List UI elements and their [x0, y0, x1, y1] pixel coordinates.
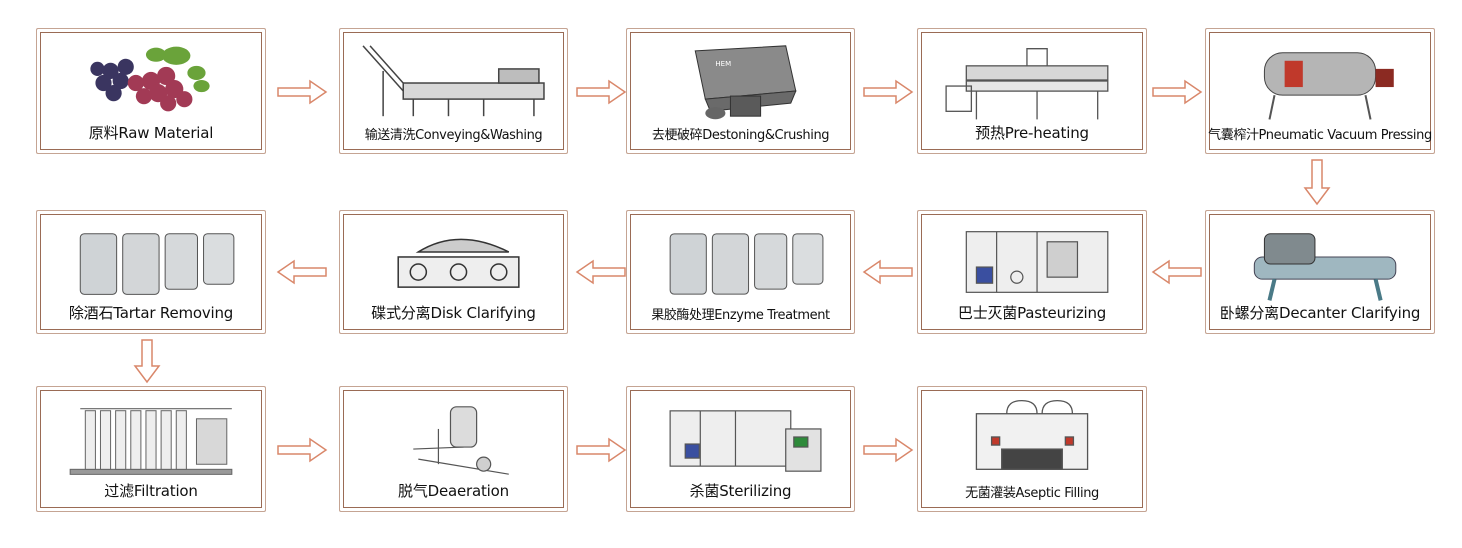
step-label: 预热Pre-heating: [975, 124, 1089, 142]
step-label: 杀菌Sterilizing: [689, 482, 792, 500]
step-raw-material: 原料Raw Material: [36, 28, 266, 154]
arrow-right-icon: [277, 437, 328, 463]
deaerator-icon: [358, 397, 549, 481]
grapes-icon: [55, 39, 247, 123]
step-pneumatic-pressing: 气囊榨汁Pneumatic Vacuum Pressing: [1205, 28, 1435, 154]
tanks-icon: [645, 221, 836, 303]
step-label: 输送清洗Conveying&Washing: [364, 128, 543, 143]
arrow-left-icon: [276, 259, 327, 285]
sterilizer-icon: [645, 397, 836, 481]
step-label: 原料Raw Material: [88, 124, 214, 142]
step-label: 去梗破碎Destoning&Crushing: [651, 128, 830, 143]
step-conveying-washing: 输送清洗Conveying&Washing: [339, 28, 568, 154]
arrow-right-icon: [1152, 79, 1203, 105]
press-icon: [1224, 39, 1416, 123]
step-aseptic-filling: 无菌灌装Aseptic Filling: [917, 386, 1147, 512]
step-deaeration: 脱气Deaeration: [339, 386, 568, 512]
step-pasteurizing: 巴士灭菌Pasteurizing: [917, 210, 1147, 334]
pasteurizer-icon: [936, 221, 1128, 303]
arrow-left-icon: [1151, 259, 1202, 285]
step-enzyme-treatment: 果胶酶处理Enzyme Treatment: [626, 210, 855, 334]
tanks-icon: [55, 221, 247, 303]
step-label: 脱气Deaeration: [398, 482, 509, 500]
step-label: 果胶酶处理Enzyme Treatment: [651, 308, 830, 323]
preheater-icon: [936, 39, 1128, 123]
filler-icon: [936, 397, 1128, 481]
svg-text:HEM: HEM: [715, 59, 731, 68]
step-label: 气囊榨汁Pneumatic Vacuum Pressing: [1208, 128, 1432, 143]
arrow-right-icon: [277, 79, 328, 105]
step-label: 卧螺分离Decanter Clarifying: [1219, 304, 1421, 322]
filter-icon: [55, 397, 247, 481]
step-pre-heating: 预热Pre-heating: [917, 28, 1147, 154]
step-filtration: 过滤Filtration: [36, 386, 266, 512]
arrow-left-icon: [862, 259, 913, 285]
step-label: 碟式分离Disk Clarifying: [371, 304, 536, 322]
step-disk-clarifying: 碟式分离Disk Clarifying: [339, 210, 568, 334]
arrow-left-icon: [575, 259, 626, 285]
step-label: 无菌灌装Aseptic Filling: [965, 486, 1099, 501]
step-destoning-crushing: HEM 去梗破碎Destoning&Crushing: [626, 28, 855, 154]
conveyor-washer-icon: [358, 39, 549, 123]
step-decanter-clarifying: 卧螺分离Decanter Clarifying: [1205, 210, 1435, 334]
step-label: 过滤Filtration: [104, 482, 198, 500]
step-tartar-removing: 除酒石Tartar Removing: [36, 210, 266, 334]
step-label: 巴士灭菌Pasteurizing: [957, 304, 1107, 322]
arrow-right-icon: [863, 79, 914, 105]
arrow-down-icon: [133, 339, 161, 384]
step-sterilizing: 杀菌Sterilizing: [626, 386, 855, 512]
disk-separator-icon: [358, 221, 549, 303]
arrow-down-icon: [1303, 159, 1331, 206]
decanter-icon: [1224, 221, 1416, 303]
crusher-icon: HEM: [645, 39, 836, 123]
arrow-right-icon: [863, 437, 914, 463]
step-label: 除酒石Tartar Removing: [68, 304, 234, 322]
arrow-right-icon: [576, 437, 627, 463]
arrow-right-icon: [576, 79, 627, 105]
